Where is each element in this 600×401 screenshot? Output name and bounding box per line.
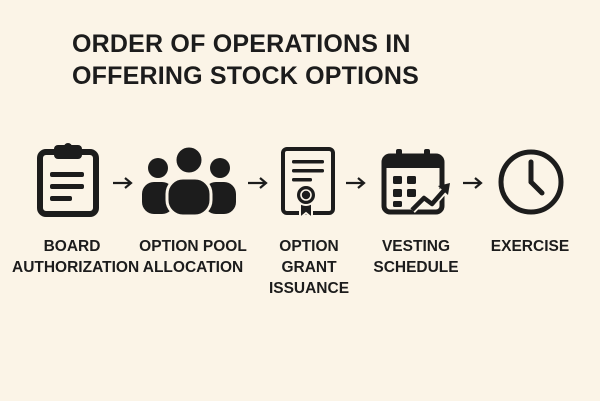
label-line: OPTION — [279, 238, 339, 255]
label-line: AUTHORIZATION — [12, 259, 140, 276]
label-line: EXERCISE — [490, 238, 570, 255]
step-label-board-authorization: BOARD AUTHORIZATION — [12, 236, 140, 278]
label-line: ISSUANCE — [268, 280, 350, 297]
step-label-exercise: EXERCISE — [480, 236, 580, 257]
arrow-right-icon — [113, 177, 133, 189]
label-line: SCHEDULE — [373, 259, 459, 276]
label-line: OPTION POOL — [139, 238, 247, 255]
label-line: BOARD — [43, 238, 101, 255]
arrow-right-icon — [346, 177, 366, 189]
people-group-icon — [142, 146, 236, 218]
label-line: VESTING — [381, 238, 451, 255]
step-label-vesting-schedule: VESTING SCHEDULE — [366, 236, 466, 278]
arrow-right-icon — [463, 177, 483, 189]
label-line: GRANT — [281, 259, 337, 276]
certificate-icon — [281, 147, 335, 220]
title-line-1: ORDER OF OPERATIONS IN — [72, 30, 411, 58]
arrow-right-icon — [248, 177, 268, 189]
clock-icon — [498, 149, 564, 215]
label-line: ALLOCATION — [142, 259, 244, 276]
title-line-2: OFFERING STOCK OPTIONS — [72, 62, 420, 90]
clipboard-icon — [37, 143, 99, 217]
diagram-title: ORDER OF OPERATIONS IN OFFERING STOCK OP… — [72, 28, 419, 92]
step-label-option-pool-allocation: OPTION POOL ALLOCATION — [130, 236, 256, 278]
calendar-chart-icon — [381, 149, 450, 215]
step-label-option-grant-issuance: OPTION GRANT ISSUANCE — [258, 236, 360, 299]
